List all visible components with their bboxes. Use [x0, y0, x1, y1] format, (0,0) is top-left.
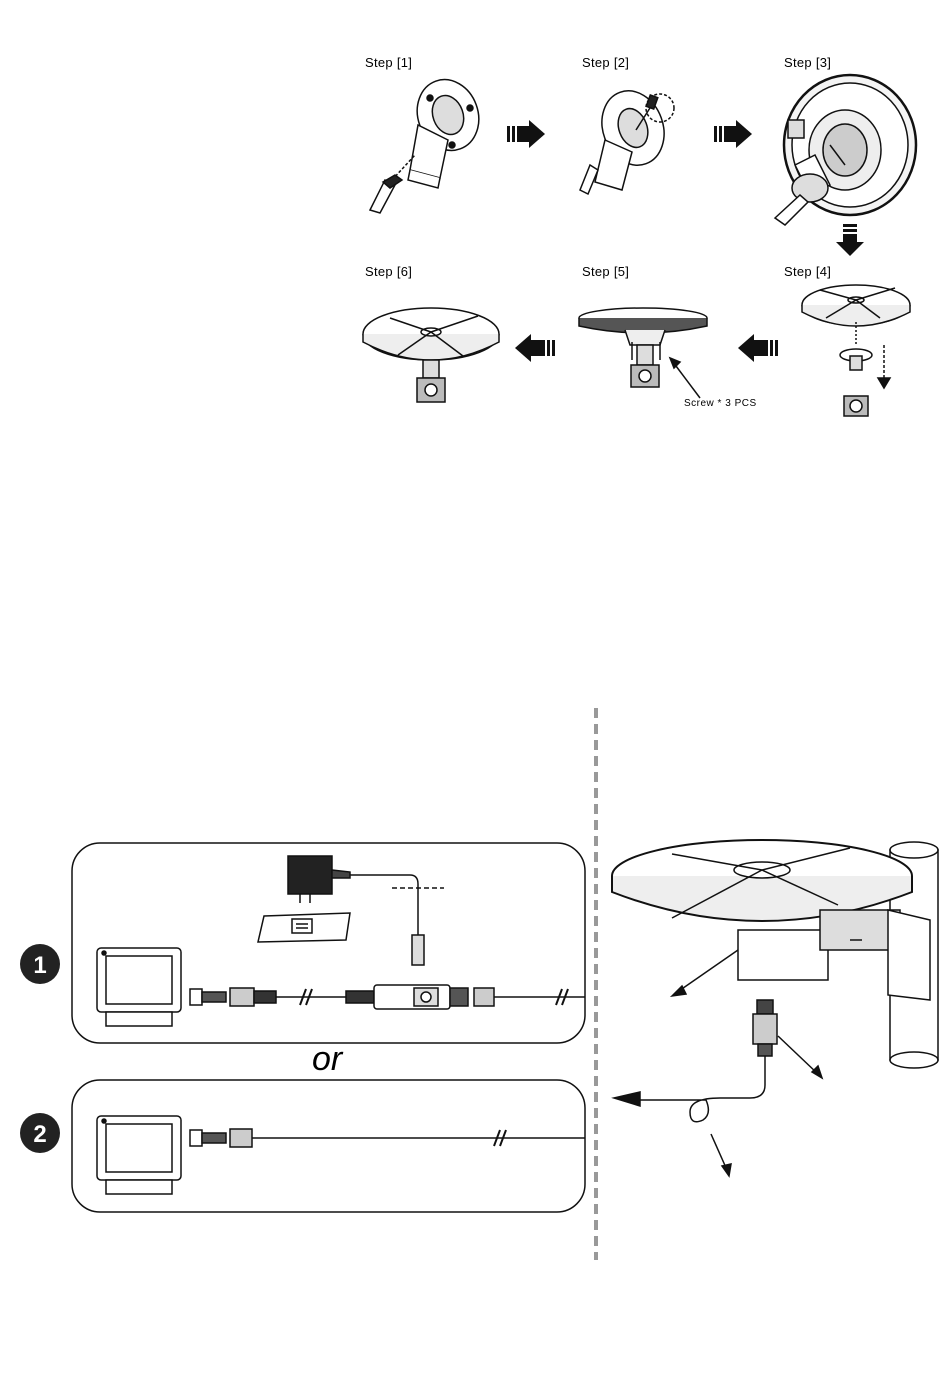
arrow-step1-to-2 — [507, 120, 545, 148]
arrow-step5-to-6 — [515, 334, 555, 362]
step-1-illustration — [370, 71, 489, 213]
step-3-illustration — [775, 75, 916, 225]
step-2-illustration — [580, 82, 674, 194]
option-1-badge-number: 1 — [33, 952, 46, 979]
arrow-step3-to-4 — [836, 224, 864, 256]
option-2-badge-number: 2 — [33, 1121, 46, 1148]
arrow-step4-to-5 — [738, 334, 778, 362]
step-6-illustration — [363, 308, 499, 402]
step-4-illustration — [802, 285, 910, 416]
mounted-antenna-illustration — [612, 840, 938, 1176]
step-5-illustration — [579, 308, 707, 398]
arrow-step2-to-3 — [714, 120, 752, 148]
